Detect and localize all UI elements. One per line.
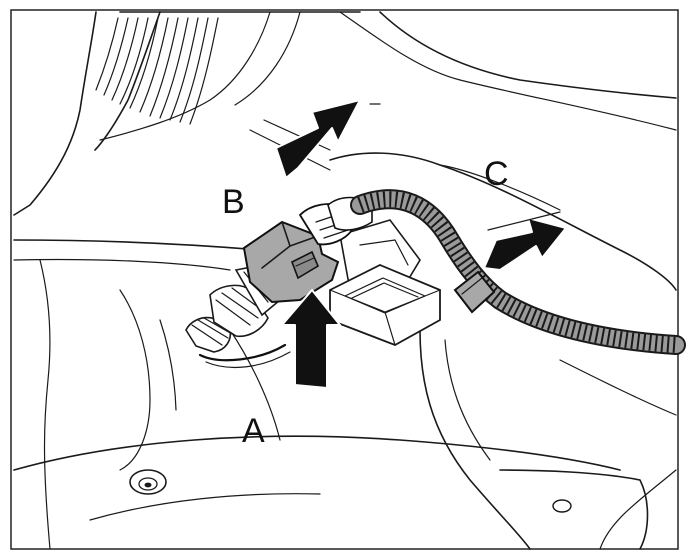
mounting-hole-icon xyxy=(552,499,572,513)
callout-b: B xyxy=(222,183,245,221)
grommet-icon xyxy=(129,469,167,495)
arrow-up-right-icon xyxy=(275,99,361,179)
body-panels xyxy=(13,11,677,550)
figure-border xyxy=(10,9,679,550)
connector-bracket xyxy=(329,219,441,346)
arrow-up-icon xyxy=(281,289,341,389)
callout-a: A xyxy=(242,412,265,450)
connector-housing xyxy=(242,196,373,304)
callout-c: C xyxy=(484,155,509,193)
wiring-harness xyxy=(350,189,686,355)
ribbed-panel xyxy=(95,17,219,125)
arrow-up-right-icon xyxy=(483,211,567,271)
oxygen-sensor xyxy=(185,264,291,369)
